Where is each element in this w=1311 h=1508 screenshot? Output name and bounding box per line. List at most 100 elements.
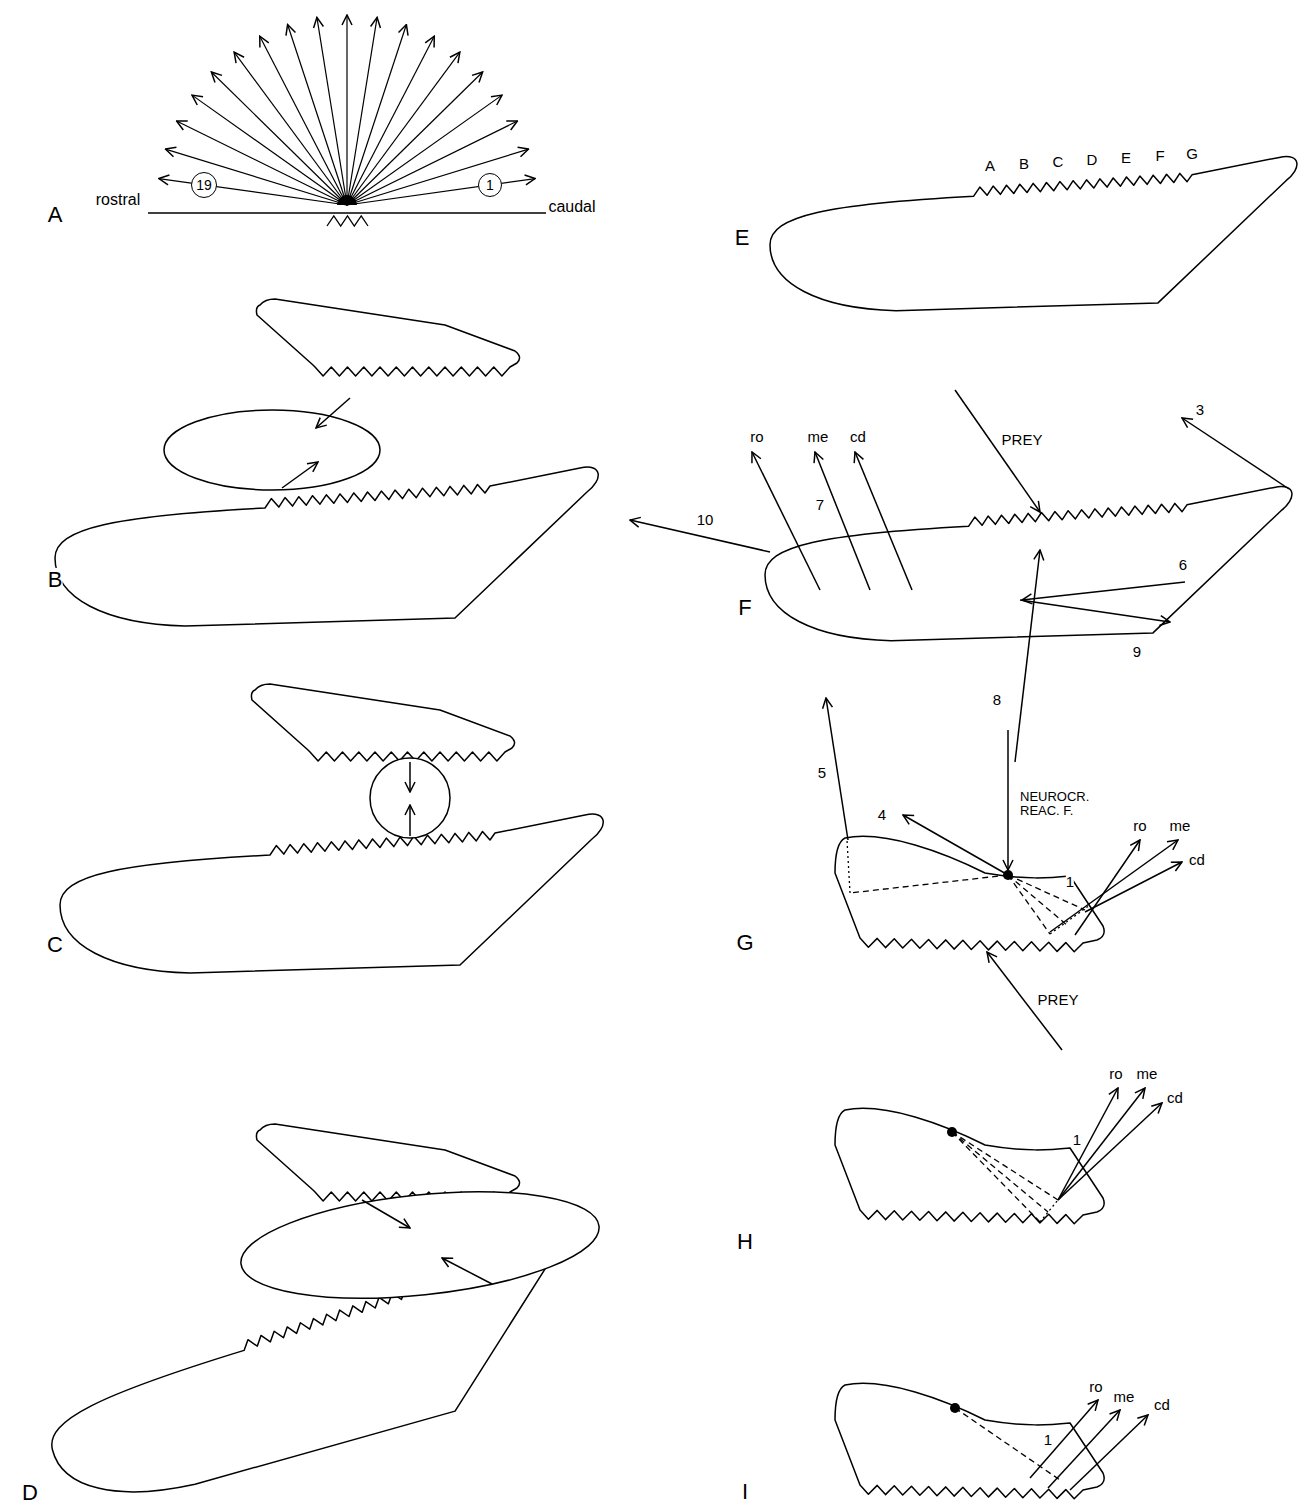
force-arrow (826, 698, 848, 840)
panel-letter: E (735, 226, 750, 250)
force-arrow (192, 95, 347, 205)
muscle-line (1008, 875, 1068, 926)
callout-label: ro (750, 429, 763, 446)
force-arrow (1058, 1088, 1118, 1200)
force-arrow (1182, 418, 1289, 489)
upper-jaw-outline (251, 684, 514, 761)
force-arrow (282, 462, 318, 488)
force-arrow (347, 17, 377, 205)
panel-letter: G (736, 931, 753, 955)
prey-outline (164, 410, 380, 490)
callout-label: G (1186, 146, 1198, 163)
panel-letter: C (47, 933, 63, 957)
muscle-line (850, 875, 1008, 893)
muscle-line (952, 1132, 1048, 1212)
force-arrow (347, 25, 406, 205)
force-arrow (752, 452, 820, 590)
callout-label: me (1170, 818, 1191, 835)
force-arrow (347, 179, 535, 205)
force-arrow (346, 15, 347, 205)
force-arrow (409, 805, 411, 836)
callout-label: me (1114, 1389, 1135, 1406)
callout-label: 5 (818, 765, 826, 782)
muscle-line (952, 1132, 1040, 1222)
force-arrow (288, 25, 347, 205)
upper-jaw (256, 299, 519, 376)
force-arrow (815, 452, 870, 590)
callout-label: 3 (1196, 402, 1204, 419)
callout-label: cd (1167, 1090, 1183, 1107)
callout-label: caudal (548, 198, 595, 216)
upper-jaw (256, 1124, 519, 1201)
callout-label: 7 (816, 497, 824, 514)
muscle-line (1050, 905, 1090, 934)
callout-label: cd (1189, 852, 1205, 869)
force-arrow (1085, 862, 1182, 912)
force-arrow (234, 52, 347, 205)
joint-dot (947, 1127, 957, 1137)
callout-label: me (808, 429, 829, 446)
palatoquadrate-outline (835, 1108, 1104, 1223)
lower-jaw (770, 157, 1297, 311)
callout-label: cd (1154, 1397, 1170, 1414)
callout-label: 4 (878, 807, 886, 824)
force-arrow (159, 179, 347, 205)
panel-letter: A (48, 203, 63, 227)
force-arrow (1022, 582, 1185, 600)
upper-jaw-outline (256, 299, 519, 376)
lower-jaw (55, 467, 598, 626)
lower-jaw-outline (770, 157, 1297, 311)
force-arrow (1050, 840, 1178, 932)
force-arrow (1030, 1400, 1098, 1478)
force-arrow (1058, 1088, 1145, 1200)
fan-centre (337, 195, 357, 205)
callout-label: ro (1109, 1066, 1122, 1083)
upper-jaw-outline (256, 1124, 519, 1201)
panel-letter: I (742, 1480, 748, 1504)
palatoquadrate-outline (835, 1383, 1104, 1498)
force-arrow (347, 52, 460, 205)
force-arrow (1015, 550, 1040, 762)
callout-label: E (1121, 150, 1131, 167)
muscle-line (955, 1408, 1060, 1480)
callout-label: NEUROCR. REAC. F. (1020, 790, 1100, 819)
callout-label: F (1155, 148, 1164, 165)
lower-jaw-outline (765, 487, 1292, 641)
force-arrow (1007, 730, 1009, 870)
circled-number: 19 (191, 172, 217, 198)
lower-jaw (765, 487, 1292, 641)
upper-jaw (251, 684, 514, 761)
force-arrow (347, 121, 517, 205)
force-arrow (1070, 1415, 1148, 1490)
callout-label: B (1019, 156, 1029, 173)
lower-jaw-outline (60, 814, 603, 973)
joint-dot (950, 1403, 960, 1413)
prey-outline (370, 758, 450, 838)
force-arrow (347, 149, 529, 205)
force-arrow (347, 95, 502, 205)
circled-number-text: 19 (196, 178, 212, 192)
force-arrow (177, 121, 347, 205)
circled-number: 1 (478, 173, 502, 197)
joint-dot (1003, 870, 1013, 880)
circled-number-text: 1 (486, 178, 494, 192)
muscle-line (1008, 875, 1050, 934)
callout-label: 10 (697, 512, 714, 529)
force-arrow (347, 72, 483, 205)
force-arrow (211, 72, 347, 205)
force-arrow (1058, 1103, 1162, 1200)
muscle-line (847, 840, 850, 893)
force-arrow (903, 815, 1008, 875)
callout-label: C (1053, 154, 1064, 171)
callout-label: me (1137, 1066, 1158, 1083)
tooth-symbol (327, 216, 368, 226)
callout-label: 8 (993, 692, 1001, 709)
palatoquadrate (835, 1383, 1104, 1498)
prey-outline (236, 1176, 604, 1313)
callout-label: ro (1133, 818, 1146, 835)
panel-letter: B (48, 568, 63, 592)
callout-label: ro (1089, 1379, 1102, 1396)
callout-label: PREY (1002, 432, 1043, 449)
